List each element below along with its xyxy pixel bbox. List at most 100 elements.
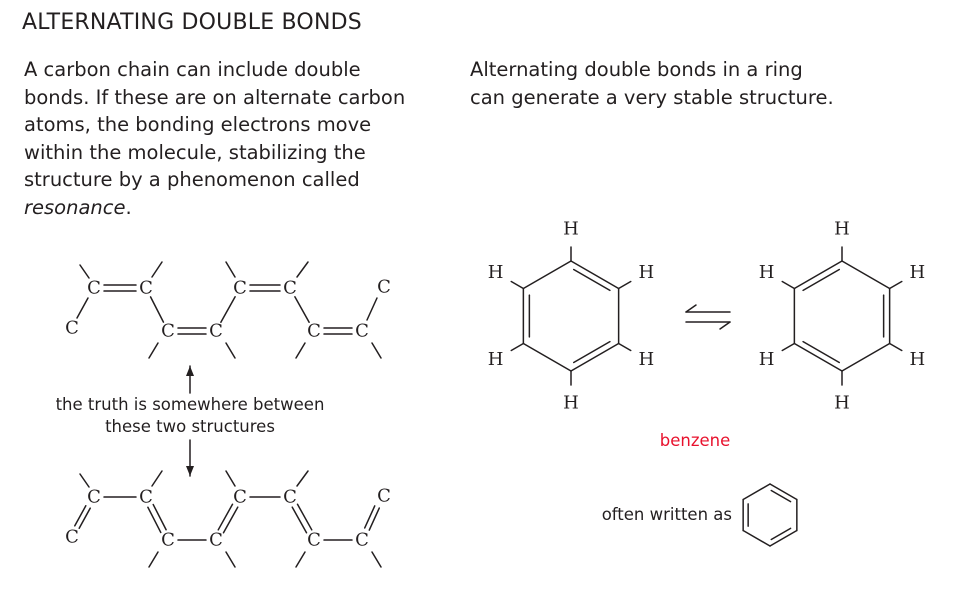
hydrogen-atom: H xyxy=(834,393,850,414)
carbon-atom: C xyxy=(87,487,101,508)
ring-double-bond xyxy=(802,340,841,364)
page-title: ALTERNATING DOUBLE BONDS xyxy=(22,10,362,35)
term-suffix: . xyxy=(125,195,132,219)
often-written-as-label: often written as xyxy=(601,505,732,524)
double-bond xyxy=(147,506,162,534)
substituent-bond xyxy=(371,342,382,359)
left-text-line: bonds. If these are on alternate carbon xyxy=(24,85,406,109)
shorthand-ring-bond xyxy=(769,529,798,547)
single-bond xyxy=(76,297,89,319)
left-text-line: resonance. xyxy=(24,194,405,222)
ring-bond xyxy=(793,342,843,372)
benzene-label: benzene xyxy=(659,431,731,450)
down-arrow-head xyxy=(186,466,194,476)
ring-double-bond xyxy=(802,268,841,292)
ring-bond xyxy=(570,342,620,372)
substituent-bond xyxy=(225,261,236,278)
left-text-line: within the molecule, stabilizing the xyxy=(24,140,366,164)
carbon-atom: C xyxy=(87,278,101,299)
right-explanation: Alternating double bonds in a ring can g… xyxy=(470,56,834,111)
carbon-atom: C xyxy=(65,318,79,339)
double-bond xyxy=(291,506,308,534)
hydrogen-atom: H xyxy=(638,349,654,370)
carbon-atom: C xyxy=(377,486,391,507)
substituent-bond xyxy=(295,342,306,359)
left-text-line: A carbon chain can include double xyxy=(24,58,361,81)
ch-bond xyxy=(781,280,796,290)
double-bond xyxy=(152,503,167,531)
left-text-line: atoms, the bonding electrons move xyxy=(24,113,372,136)
ring-double-bond xyxy=(572,340,611,364)
carbon-atom: C xyxy=(283,278,297,299)
carbon-atom: C xyxy=(283,487,297,508)
substituent-bond xyxy=(225,342,236,359)
ch-bond xyxy=(510,280,525,290)
substituent-bond xyxy=(225,551,236,568)
carbon-atom: C xyxy=(209,530,223,551)
substituent-bond xyxy=(296,261,309,278)
hydrogen-atom: H xyxy=(488,262,504,283)
substituent-bond xyxy=(148,551,159,568)
caption-line: these two structures xyxy=(105,417,275,436)
ch-bond xyxy=(781,342,796,352)
up-arrow-head xyxy=(186,366,194,376)
ring-bond xyxy=(570,260,620,290)
hydrogen-atom: H xyxy=(563,393,579,414)
carbon-atom: C xyxy=(233,278,247,299)
double-bond xyxy=(74,505,87,527)
ring-bond xyxy=(522,342,572,372)
shorthand-ring-bond xyxy=(742,483,771,501)
right-text-line: Alternating double bonds in a ring xyxy=(470,58,803,81)
substituent-bond xyxy=(148,342,159,359)
left-text-line: structure by a phenomenon called xyxy=(24,168,360,191)
ch-bond xyxy=(888,280,903,290)
hydrogen-atom: H xyxy=(759,349,775,370)
carbon-atom: C xyxy=(377,277,391,298)
ring-bond xyxy=(793,260,843,290)
ring-bond xyxy=(841,260,891,290)
carbon-atom: C xyxy=(209,321,223,342)
substituent-bond xyxy=(151,470,163,487)
ring-double-bond xyxy=(572,268,611,292)
hydrogen-atom: H xyxy=(759,262,775,283)
double-bond xyxy=(222,506,239,534)
single-bond xyxy=(366,297,378,321)
hydrogen-atom: H xyxy=(909,349,925,370)
hydrogen-atom: H xyxy=(834,219,850,240)
double-bond xyxy=(78,507,91,529)
left-explanation: A carbon chain can include double bonds.… xyxy=(24,56,405,221)
shorthand-ring-double-bond xyxy=(770,489,792,503)
carbon-atom: C xyxy=(233,487,247,508)
substituent-bond xyxy=(296,470,309,487)
carbon-atom: C xyxy=(355,321,369,342)
carbon-atom: C xyxy=(161,321,175,342)
caption-line: the truth is somewhere between xyxy=(55,395,325,414)
single-bond xyxy=(294,295,310,324)
ch-bond xyxy=(617,280,632,290)
carbon-atom: C xyxy=(355,530,369,551)
equilibrium-arrow xyxy=(719,321,731,330)
substituent-bond xyxy=(225,470,236,487)
carbon-atom: C xyxy=(65,527,79,548)
shorthand-ring-bond xyxy=(769,483,798,501)
single-bond xyxy=(149,296,165,323)
ring-bond xyxy=(841,342,891,372)
double-bond xyxy=(368,507,381,531)
shorthand-ring-double-bond xyxy=(770,527,792,541)
ch-bond xyxy=(617,342,632,352)
right-text-line: can generate a very stable structure. xyxy=(470,85,834,109)
equilibrium-arrow xyxy=(685,304,697,313)
substituent-bond xyxy=(79,473,90,488)
single-bond xyxy=(220,295,236,324)
carbon-atom: C xyxy=(307,530,321,551)
carbon-atom: C xyxy=(139,487,153,508)
carbon-atom: C xyxy=(307,321,321,342)
carbon-atom: C xyxy=(139,278,153,299)
shorthand-ring-bond xyxy=(742,529,771,547)
hydrogen-atom: H xyxy=(488,349,504,370)
resonance-caption: the truth is somewhere between these two… xyxy=(20,394,360,438)
double-bond xyxy=(363,505,376,529)
carbon-atom: C xyxy=(161,530,175,551)
